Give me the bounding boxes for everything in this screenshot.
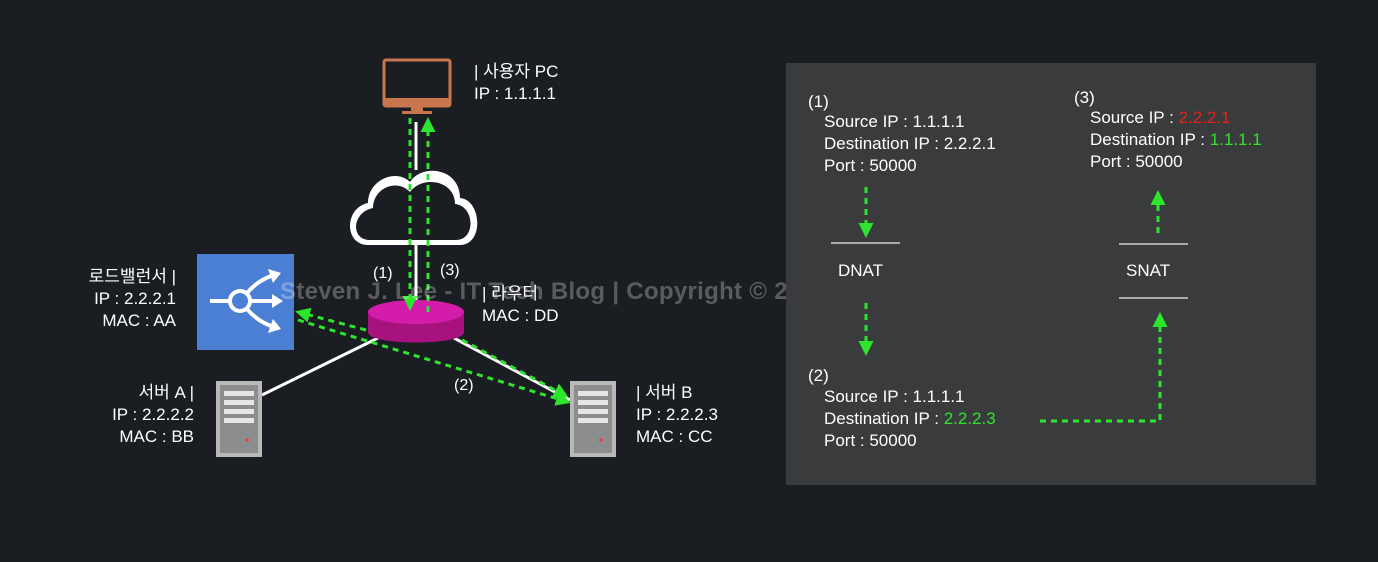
load-balancer-ip: IP : 2.2.2.1 — [94, 289, 176, 308]
flow-step-1-label: (1) — [373, 265, 393, 282]
panel-step-1-port: Port : 50000 — [824, 156, 917, 175]
panel-step-3-source: Source IP : 2.2.2.1 — [1090, 108, 1231, 127]
flow-arrows — [295, 117, 571, 406]
network-links — [261, 122, 571, 402]
pc-label: | 사용자 PC IP : 1.1.1.1 — [474, 61, 558, 105]
snat-label: SNAT — [1126, 261, 1171, 280]
router-icon — [368, 300, 464, 343]
panel-step-1-number: (1) — [808, 92, 829, 111]
server-b-icon — [570, 381, 616, 457]
load-balancer-mac: MAC : AA — [102, 311, 176, 330]
panel-step-1-source: Source IP : 1.1.1.1 — [824, 112, 965, 131]
panel-step-1-destination: Destination IP : 2.2.2.1 — [824, 134, 996, 153]
router-mac: MAC : DD — [482, 306, 559, 325]
router-title: | 라우터 — [482, 284, 539, 303]
server-b-mac: MAC : CC — [636, 427, 713, 446]
panel-step-3-port: Port : 50000 — [1090, 152, 1183, 171]
router-label: | 라우터 MAC : DD — [482, 283, 559, 327]
flow-step-3-label: (3) — [440, 262, 460, 279]
server-a-icon — [216, 381, 262, 457]
load-balancer-title: 로드밸런서 | — [88, 267, 176, 286]
server-b-label: | 서버 B IP : 2.2.2.3 MAC : CC — [636, 382, 718, 448]
pc-title: | 사용자 PC — [474, 62, 559, 81]
panel-step-2-number: (2) — [808, 366, 829, 385]
load-balancer-icon — [197, 254, 294, 350]
dnat-label: DNAT — [838, 261, 884, 280]
cloud-icon — [350, 170, 478, 245]
panel-step-3-number: (3) — [1074, 88, 1095, 107]
nat-panel: (1) Source IP : 1.1.1.1 Destination IP :… — [786, 63, 1316, 485]
server-a-mac: MAC : BB — [119, 427, 194, 446]
panel-step-2-port: Port : 50000 — [824, 431, 917, 450]
panel-step-2-destination: Destination IP : 2.2.2.3 — [824, 409, 996, 428]
server-a-title: 서버 A | — [138, 383, 194, 402]
nat-panel-graphics — [831, 187, 1188, 423]
server-a-ip: IP : 2.2.2.2 — [112, 405, 194, 424]
panel-step-2-source: Source IP : 1.1.1.1 — [824, 387, 965, 406]
monitor-icon — [382, 58, 452, 114]
server-b-ip: IP : 2.2.2.3 — [636, 405, 718, 424]
flow-step-2-label: (2) — [454, 377, 474, 394]
load-balancer-label: 로드밸런서 | IP : 2.2.2.1 MAC : AA — [66, 266, 176, 332]
server-a-label: 서버 A | IP : 2.2.2.2 MAC : BB — [84, 382, 194, 448]
server-b-title: | 서버 B — [636, 383, 693, 402]
panel-step-3-destination: Destination IP : 1.1.1.1 — [1090, 130, 1262, 149]
pc-ip: IP : 1.1.1.1 — [474, 84, 556, 103]
